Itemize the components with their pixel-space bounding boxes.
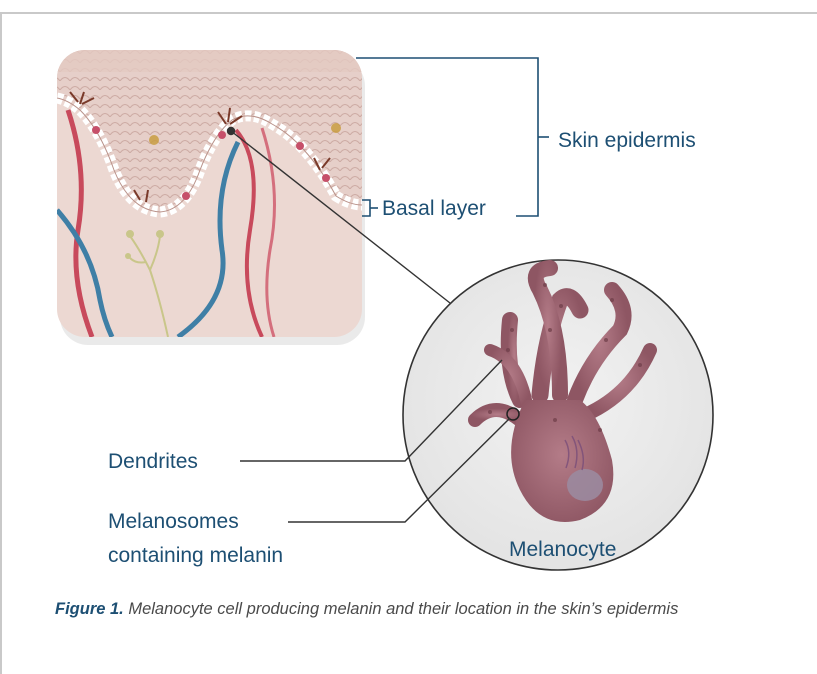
skin-epidermis-bracket — [356, 58, 549, 216]
label-dendrites: Dendrites — [108, 450, 198, 474]
label-melanosomes: Melanosomes — [108, 510, 239, 534]
figure-number: Figure 1. — [55, 600, 124, 618]
label-skin-epidermis: Skin epidermis — [558, 129, 696, 153]
skin-cross-section — [57, 50, 365, 345]
label-containing-melanin: containing melanin — [108, 544, 283, 568]
figure-caption: Figure 1. Melanocyte cell producing mela… — [55, 600, 678, 619]
label-melanocyte: Melanocyte — [509, 538, 616, 562]
label-basal-layer: Basal layer — [382, 197, 486, 221]
caption-text: Melanocyte cell producing melanin and th… — [124, 600, 679, 618]
